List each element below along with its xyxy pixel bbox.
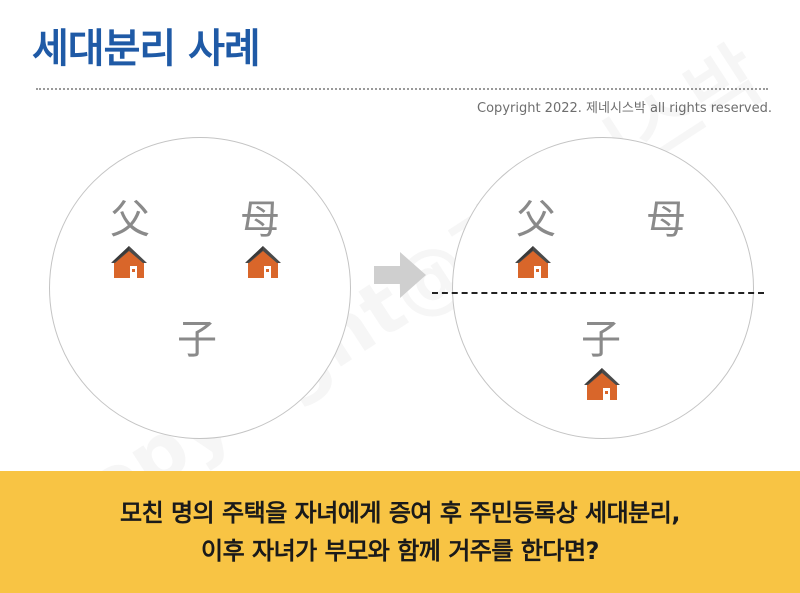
question-banner: 모친 명의 주택을 자녀에게 증여 후 주민등록상 세대분리, 이후 자녀가 부… [0, 471, 800, 593]
before-mother-label: 母 [240, 197, 280, 243]
banner-line-2: 이후 자녀가 부모와 함께 거주를 한다면? [201, 537, 599, 565]
title-divider [36, 88, 768, 90]
before-household-circle [49, 137, 351, 439]
house-icon [245, 246, 281, 278]
banner-line-1: 모친 명의 주택을 자녀에게 증여 후 주민등록상 세대분리, [120, 499, 680, 527]
household-separation-line [432, 292, 764, 294]
house-icon [584, 368, 620, 400]
house-icon [111, 246, 147, 278]
page-title: 세대분리 사례 [32, 26, 261, 72]
copyright-text: Copyright 2022. 제네시스박 all rights reserve… [477, 101, 772, 116]
house-icon [515, 246, 551, 278]
before-child-label: 子 [177, 317, 217, 363]
before-father-label: 父 [110, 197, 150, 243]
after-child-label: 子 [581, 317, 621, 363]
arrow-right-icon [374, 252, 426, 298]
after-mother-label: 母 [646, 197, 686, 243]
after-father-label: 父 [516, 197, 556, 243]
